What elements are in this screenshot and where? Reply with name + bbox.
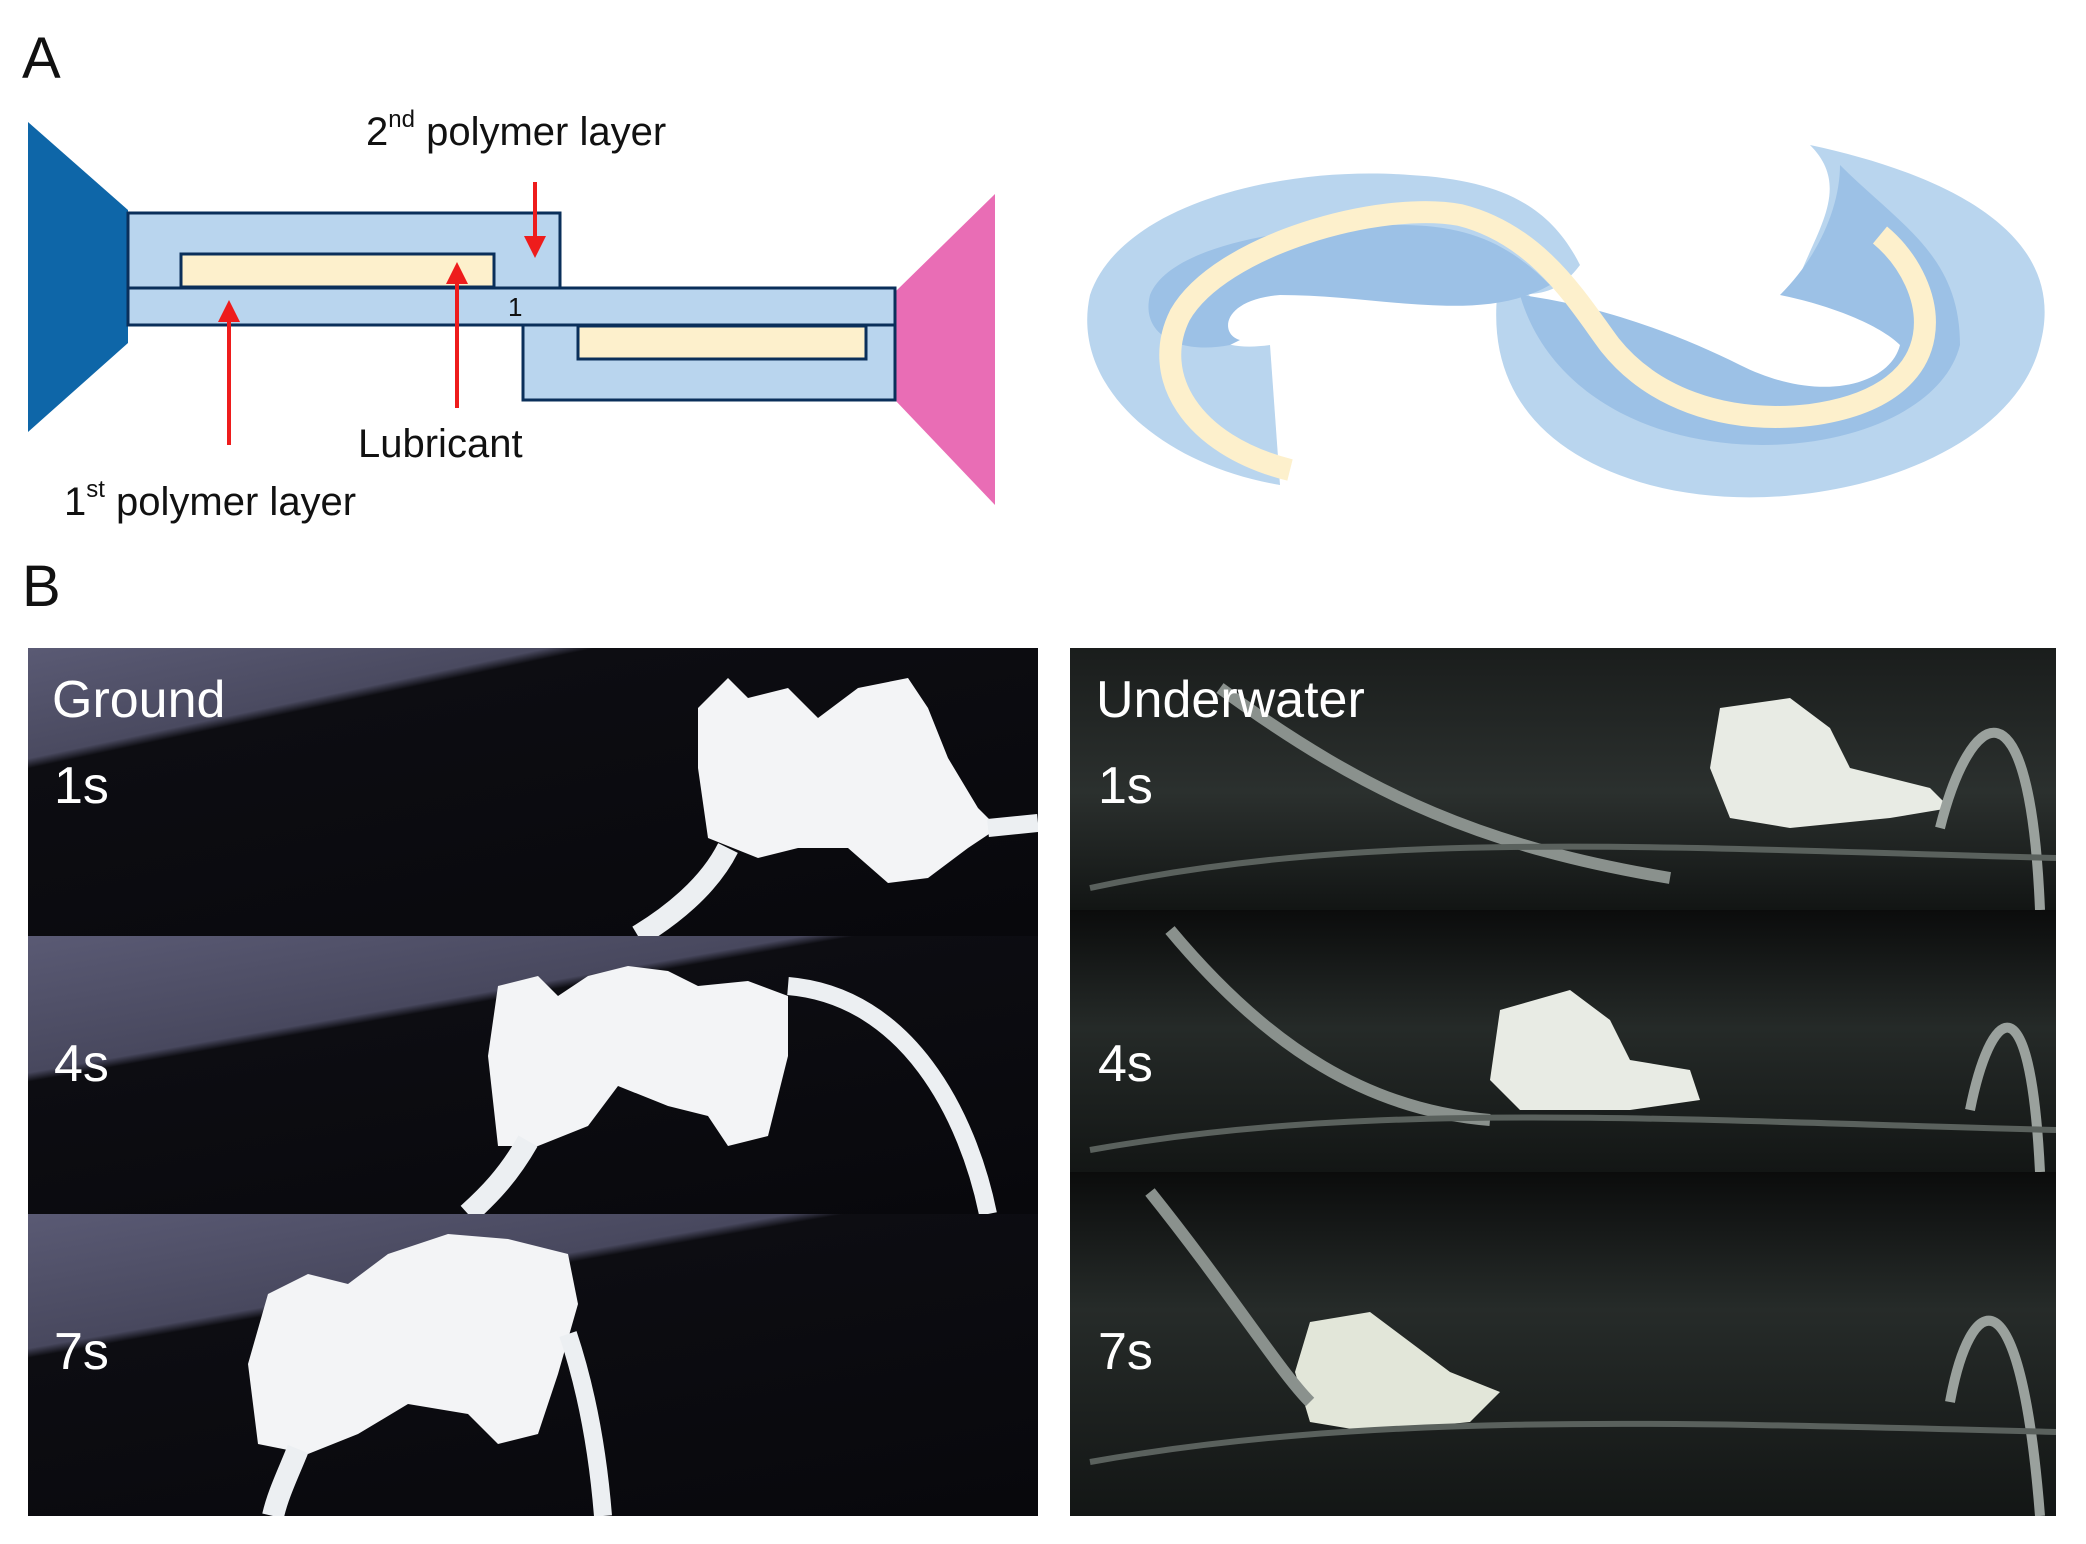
lubricant-label: Lubricant	[358, 422, 523, 466]
underwater-frame-7s	[1070, 1172, 2056, 1516]
underwater-photo-sequence: Underwater 1s 4s 7s	[1070, 648, 2056, 1516]
second-layer-label: 2nd polymer layer	[366, 106, 667, 154]
ground-time-4s: 4s	[54, 1035, 109, 1093]
underwater-time-1s: 1s	[1098, 757, 1153, 815]
ground-tube-7s	[262, 1444, 309, 1516]
ground-time-7s: 7s	[54, 1323, 109, 1381]
ground-robot-7s	[248, 1234, 578, 1454]
upper-lubricant	[179, 252, 496, 289]
middle-polymer-strip	[126, 286, 897, 327]
twisted-actuator-diagram	[1087, 145, 2045, 498]
underwater-frame-4s	[1070, 910, 2056, 1172]
panel-a-letter: A	[22, 26, 61, 91]
ground-robot-4s	[488, 966, 788, 1146]
underwater-robot-1s	[1710, 698, 1950, 828]
underwater-time-4s: 4s	[1098, 1035, 1153, 1093]
ground-photo-sequence: Ground 1s 4s 7s	[28, 648, 1038, 1516]
underwater-robot-7s	[1295, 1312, 1500, 1432]
underwater-time-7s: 7s	[1098, 1323, 1153, 1381]
panel-b-letter: B	[22, 554, 61, 619]
arrow-second-layer	[524, 182, 546, 258]
lower-lubricant	[576, 324, 868, 361]
underwater-frame-1s	[1070, 648, 2056, 910]
right-end-cap	[895, 194, 995, 505]
left-end-cap	[28, 122, 128, 432]
ground-time-1s: 1s	[54, 757, 109, 815]
ground-frame-4s	[28, 936, 1038, 1214]
ground-frame-7s	[28, 1214, 1038, 1516]
ground-tube-4s	[460, 1135, 538, 1214]
ground-title: Ground	[52, 671, 226, 729]
cross-section-diagram	[28, 122, 995, 505]
ground-tube-1s	[632, 842, 738, 936]
ground-robot-1s	[698, 678, 998, 883]
arrow-lubricant	[446, 262, 468, 408]
underwater-robot-4s	[1490, 990, 1700, 1110]
arrow-first-layer	[218, 300, 240, 445]
lubricant-ribbon	[1159, 201, 1936, 481]
layer-marker-1: 1	[508, 292, 523, 322]
underwater-title: Underwater	[1096, 671, 1365, 729]
first-layer-label: 1st polymer layer	[64, 476, 357, 524]
ground-frame-1s	[28, 648, 1038, 936]
